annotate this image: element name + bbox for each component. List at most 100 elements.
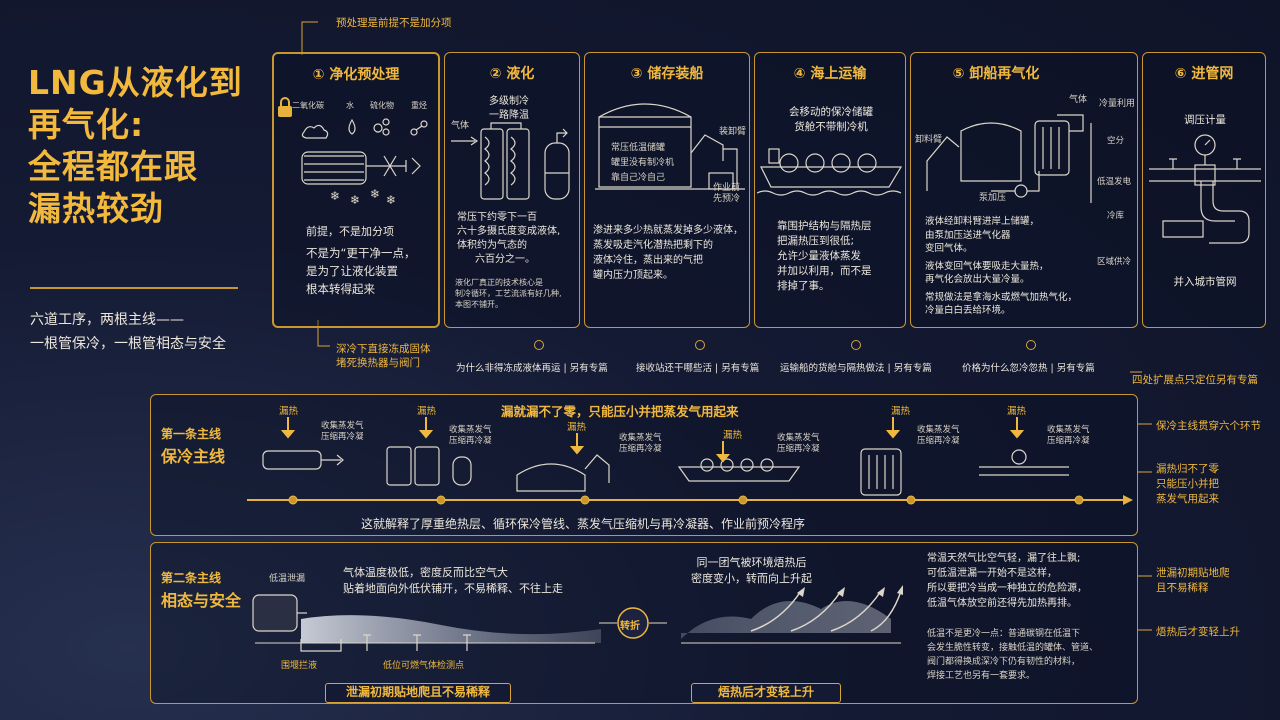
extension-point-4[interactable]	[1026, 340, 1036, 350]
step-2-body: 常压下约零下一百 六十多摄氏度变成液体, 体积约为气态的 六百分之一。	[457, 211, 560, 267]
snowflake-icon: ❄	[370, 187, 380, 201]
collect-line: 压缩再冷凝	[619, 444, 662, 454]
subtitle-line-2: 一根管保冷，一根管相态与安全	[30, 336, 226, 352]
extension-point-2[interactable]	[695, 340, 705, 350]
step-3-title: ③ 储存装船	[630, 66, 704, 82]
right-note-line: 只能压小并把	[1156, 478, 1219, 490]
pretreatment-illustration: ❄ ❄ ❄ ❄	[278, 97, 428, 207]
collect-label: 收集蒸发气压缩再冷凝	[449, 425, 492, 447]
mainline-1-panel: 第一条主线 保冷主线 漏就漏不了零，只能压小并把蒸发气用起来 这就解释了厚重绝热…	[150, 394, 1138, 536]
ground-hugging-gas-cloud	[301, 615, 601, 643]
leak-label: 漏热	[567, 422, 587, 433]
subtitle: 六道工序，两根主线—— 一根管保冷，一根管相态与安全	[30, 308, 270, 356]
step-1-body-line: 不是为“更干净一点，	[306, 246, 416, 260]
leak-label: 漏热	[891, 406, 911, 417]
mainline-2-label-big: 相态与安全	[161, 591, 242, 610]
step-6-card: ⑥ 进管网 调压计量 并入城市管网	[1142, 52, 1266, 328]
step-4-top-line: 会移动的保冷储罐	[789, 106, 873, 118]
banner-ground-hugging: 泄漏初期贴地爬且不易稀释	[325, 683, 511, 703]
collect-line: 收集蒸发气	[1047, 425, 1090, 435]
collect-line: 压缩再冷凝	[1047, 436, 1090, 446]
collect-line: 压缩再冷凝	[321, 432, 364, 442]
title-divider	[30, 287, 238, 289]
collect-label: 收集蒸发气压缩再冷凝	[917, 425, 960, 447]
step-3-body-line: 渗进来多少热就蒸发掉多少液体，	[593, 225, 743, 236]
step-3-body-line: 蒸发吸走汽化潜热把剩下的	[593, 240, 713, 251]
mid-text-line: 同一团气被环境焐热后	[696, 556, 807, 569]
extension-point-3[interactable]	[851, 340, 861, 350]
cold-use-item: 冷库	[1107, 211, 1125, 221]
collect-label: 收集蒸发气压缩再冷凝	[1047, 425, 1090, 447]
step-5-body-line: 由泵加压送进气化器	[925, 229, 1011, 241]
dike-icon	[300, 639, 342, 652]
leak-label: 漏热	[417, 406, 437, 417]
left-text-line: 气体温度极低，密度反而比空气大	[343, 566, 508, 579]
step-6-top-label: 调压计量	[1184, 114, 1226, 126]
liquefaction-illustration	[451, 122, 570, 200]
page-title: LNG从液化到 再气化: 全程都在跟 漏热较劲	[28, 62, 268, 230]
step-2-small-note: 液化厂真正的技术核心是 制冷循环，工艺流派有好几种, 本图不铺开。	[455, 277, 562, 310]
lock-icon	[278, 97, 292, 117]
step-5-arm-label: 卸料臂	[915, 135, 943, 145]
mainline-2-panel: 第二条主线 相态与安全 低温泄漏 气体温度极低，密度反而比空气大 贴着地面向外低…	[150, 542, 1138, 704]
leaking-pipe	[252, 594, 307, 632]
step-4-top-line: 货舱不带制冷机	[794, 121, 868, 133]
impurity-label-heavy-hydrocarbon: 重烃	[411, 101, 427, 110]
step-1-body-line: 是为了让液化装置	[306, 264, 398, 278]
snowflake-icon: ❄	[386, 193, 396, 207]
extension-link-1[interactable]: 为什么非得冻成液体再运 | 另有专篇	[456, 363, 608, 374]
step-6-title: ⑥ 进管网	[1174, 66, 1234, 82]
step-4-body-line: 靠围护结构与隔热层	[777, 220, 872, 232]
step-3-side-label: 作业前 先预冷	[713, 183, 740, 205]
step-3-side-line: 先预冷	[713, 194, 741, 204]
impurity-label-water: 水	[346, 101, 354, 110]
right-note-line: 且不易稀释	[1156, 582, 1209, 594]
step-2-top-label-line: 一路降温	[489, 110, 529, 121]
step-4-title: ④ 海上运输	[793, 66, 867, 82]
lng-carrier-illustration	[756, 148, 903, 196]
extension-point-1[interactable]	[534, 340, 544, 350]
step-1-body: 不是为“更干净一点， 是为了让液化装置 根本转得起来	[306, 244, 415, 298]
impurity-label-co2: 二氧化碳	[292, 101, 324, 110]
mainline-1-illustration	[247, 417, 1133, 505]
step-3-tank-line: 常压低温储罐	[611, 143, 666, 153]
detector-label: 低位可燃气体检测点	[383, 661, 465, 671]
step-5-body-line: 变回气体。	[925, 243, 973, 254]
step-2-card: ② 液化 多级制冷 一路降温 气体 常压下约零下一百 六十多摄氏度变成液体, 体…	[444, 52, 580, 328]
subtitle-line-1: 六道工序，两根主线——	[30, 312, 184, 328]
extension-link-3[interactable]: 运输船的货舱与隔热做法 | 另有专篇	[780, 363, 932, 374]
right-text-line: 阀门都得换成深冷下仍有韧性的材料，	[927, 657, 1081, 667]
mid-text-line: 密度变小，转而向上升起	[691, 572, 812, 585]
step-4-card: ④ 海上运输 会移动的保冷储罐 货舱不带制冷机 靠围护结构与隔热层 把漏热压到很…	[754, 52, 906, 328]
step-1-body-line: 根本转得起来	[306, 282, 375, 296]
collect-label: 收集蒸发气压缩再冷凝	[619, 433, 662, 455]
annotation-freeze-2: 堵死换热器与阀门	[336, 357, 420, 369]
right-text-line: 常温天然气比空气轻，漏了往上飘;	[927, 553, 1081, 564]
mainline-2-right-text-1: 常温天然气比空气轻，漏了往上飘; 可低温泄漏一开始不是这样， 所以要把冷当成一种…	[927, 551, 1087, 611]
banner-rises-when-warm: 焐热后才变轻上升	[691, 683, 841, 703]
mainline-2-right-note-2: 焐热后才变轻上升	[1156, 626, 1240, 638]
title-line-4: 漏热较劲	[28, 189, 164, 228]
extension-link-2[interactable]: 接收站还干哪些活 | 另有专篇	[636, 363, 760, 374]
step-5-body: 液体经卸料臂进岸上储罐， 由泵加压送进气化器 变回气体。 液体变回气体要吸走大量…	[925, 215, 1077, 318]
mainline-2-right-note-1: 泄漏初期贴地爬 且不易稀释	[1156, 566, 1230, 596]
mainline-2-mid-text: 同一团气被环境焐热后 密度变小，转而向上升起	[691, 555, 812, 587]
step-3-side-line: 作业前	[713, 183, 741, 193]
collect-line: 收集蒸发气	[777, 433, 820, 443]
rising-warm-gas-cloud	[681, 601, 891, 639]
collect-line: 压缩再冷凝	[917, 436, 960, 446]
mainline-2-illustration	[252, 585, 903, 652]
extension-link-4[interactable]: 价格为什么忽冷忽热 | 另有专篇	[962, 363, 1095, 374]
step-2-body-line: 常压下约零下一百	[457, 212, 537, 223]
step-5-gas-label: 气体	[1069, 95, 1088, 105]
step-2-title: ② 液化	[489, 66, 535, 82]
step-5-title: ⑤ 卸船再气化	[952, 66, 1040, 82]
step-3-body-line: 罐内压力顶起来。	[593, 270, 673, 281]
step-6-bottom-label: 并入城市管网	[1173, 276, 1237, 288]
step-4-body-line: 并加以利用，而不是	[777, 265, 872, 277]
step-2-body-line: 六百分之一。	[475, 254, 535, 265]
step-4-body: 靠围护结构与隔热层 把漏热压到很低; 允许少量液体蒸发 并加以利用，而不是 排掉…	[777, 219, 872, 294]
collect-line: 收集蒸发气	[449, 425, 492, 435]
low-temp-leak-label: 低温泄漏	[269, 574, 306, 584]
